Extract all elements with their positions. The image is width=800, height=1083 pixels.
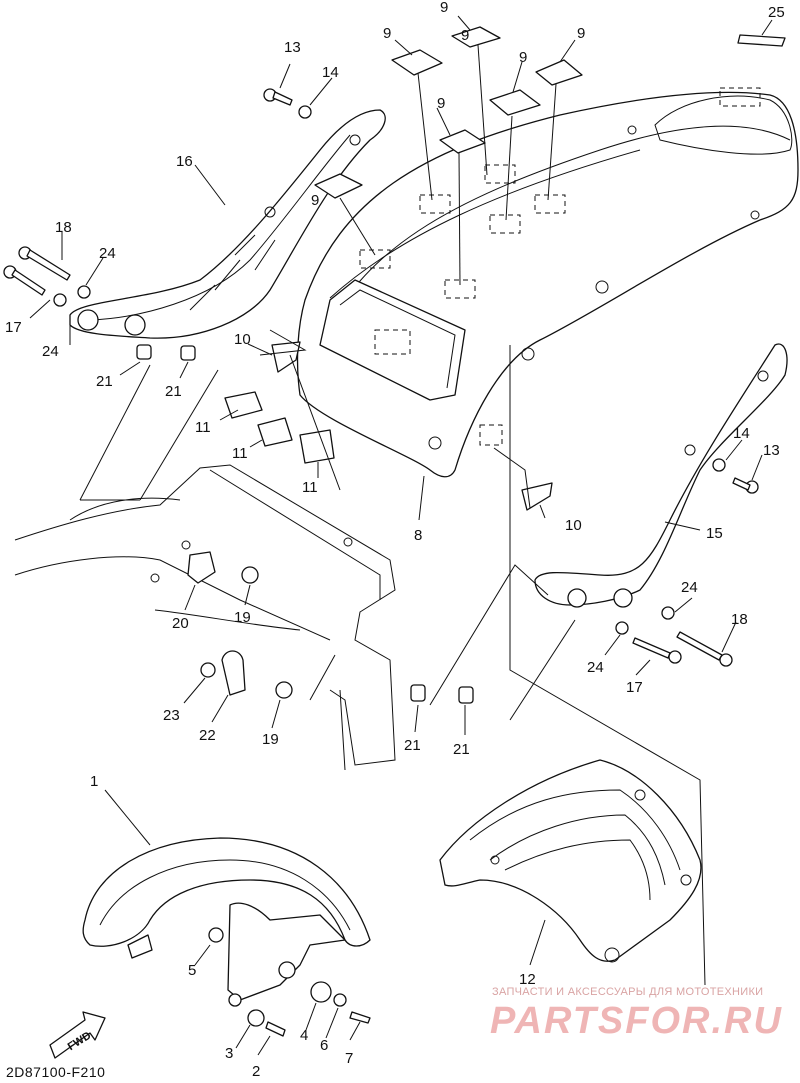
label-21d: 21 (453, 741, 470, 758)
collar-21-c (410, 684, 426, 702)
watermark-logo: PARTSFOR.RU (490, 1000, 783, 1042)
label-9g: 9 (461, 27, 469, 44)
collar-21-d (458, 686, 474, 704)
label-16: 16 (176, 153, 193, 170)
collar-21-a (136, 344, 152, 360)
watermark-tagline: ЗАПЧАСТИ И АКСЕССУАРЫ ДЛЯ МОТОТЕХНИКИ (492, 986, 764, 998)
decals (224, 26, 786, 464)
clamp-22 (221, 650, 246, 696)
label-21c: 21 (404, 737, 421, 754)
label-13b: 13 (763, 442, 780, 459)
inner-fender (439, 759, 702, 963)
label-14a: 14 (322, 64, 339, 81)
bolt-7 (349, 1011, 371, 1024)
leader-lines (29, 15, 773, 1056)
clip-10-upper (271, 341, 301, 373)
label-17a: 17 (5, 319, 22, 336)
damper-4 (310, 981, 332, 1003)
label-9b: 9 (383, 25, 391, 42)
label-8: 8 (414, 527, 422, 544)
label-9a: 9 (440, 0, 448, 16)
diagram-code: 2D87100-F210 (6, 1064, 106, 1080)
label-2: 2 (252, 1063, 260, 1080)
label-9e: 9 (437, 95, 445, 112)
label-11b: 11 (232, 445, 248, 462)
bolt-17-right (632, 637, 682, 664)
washer-14-upper (298, 105, 312, 119)
label-12: 12 (519, 971, 536, 988)
collar-21-b (180, 345, 196, 361)
frame-section (14, 464, 396, 771)
washer-24-right-a (661, 606, 675, 620)
label-17b: 17 (626, 679, 643, 696)
label-23: 23 (163, 707, 180, 724)
fender-stay-right (534, 343, 788, 608)
washer-24-left-a (77, 285, 91, 299)
label-10a: 10 (234, 331, 251, 348)
nut-23 (200, 662, 216, 678)
fender-stay-left (69, 109, 386, 339)
bolt-2 (265, 1021, 286, 1037)
washer-24-right-b (615, 621, 629, 635)
bolt-13-lower (732, 477, 759, 494)
bolt-17-left (3, 265, 46, 296)
label-20: 20 (172, 615, 189, 632)
label-5: 5 (188, 962, 196, 979)
clip-10-lower (521, 482, 553, 511)
rear-fender (296, 87, 799, 478)
label-6: 6 (320, 1037, 328, 1054)
label-19b: 19 (262, 731, 279, 748)
label-19a: 19 (234, 609, 251, 626)
label-13a: 13 (284, 39, 301, 56)
label-22: 22 (199, 727, 216, 744)
label-11a: 11 (195, 419, 211, 436)
collar-19-lower (275, 681, 293, 699)
collar-3 (247, 1009, 265, 1027)
label-24b: 24 (42, 343, 59, 360)
label-21b: 21 (165, 383, 182, 400)
part-labels: 1 2 3 4 5 6 7 8 9 9 9 9 9 9 9 10 10 11 1… (5, 0, 785, 1080)
bolt-18-left (18, 246, 71, 281)
washer-14-lower (712, 458, 726, 472)
washer-24-left-b (53, 293, 67, 307)
label-25: 25 (768, 4, 785, 21)
bolt-18-right (676, 631, 733, 667)
label-7: 7 (345, 1050, 353, 1067)
fwd-arrow (49, 1011, 106, 1059)
label-14b: 14 (733, 425, 750, 442)
label-15: 15 (706, 525, 723, 542)
label-24d: 24 (587, 659, 604, 676)
label-9c: 9 (577, 25, 585, 42)
bolt-13-upper (263, 88, 293, 106)
nut-20 (187, 551, 216, 584)
label-9d: 9 (519, 49, 527, 66)
label-24a: 24 (99, 245, 116, 262)
label-18b: 18 (731, 611, 748, 628)
collar-19-upper (241, 566, 259, 584)
label-11c: 11 (302, 479, 318, 496)
label-1: 1 (90, 773, 98, 790)
label-18a: 18 (55, 219, 72, 236)
label-21a: 21 (96, 373, 113, 390)
label-24c: 24 (681, 579, 698, 596)
label-3: 3 (225, 1045, 233, 1062)
washer-6 (333, 993, 347, 1007)
label-4: 4 (300, 1027, 308, 1044)
front-fender (82, 837, 371, 1007)
label-9f: 9 (311, 192, 319, 209)
label-10b: 10 (565, 517, 582, 534)
